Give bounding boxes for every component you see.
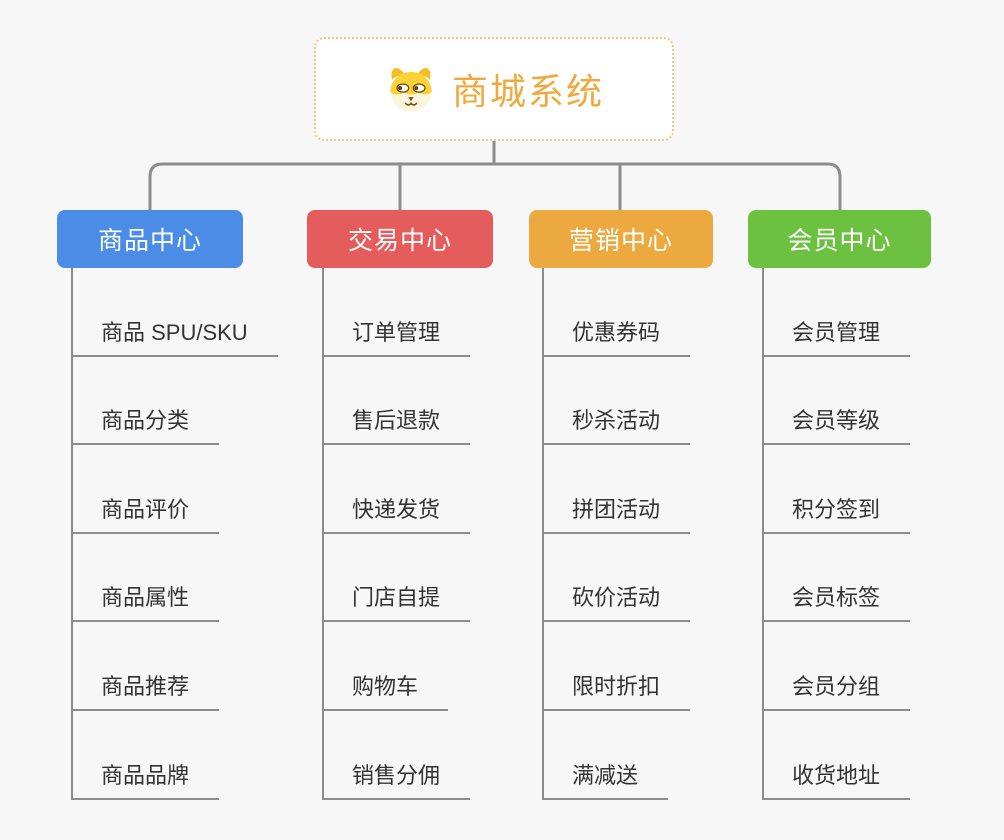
child-topic[interactable]: 商品品牌 xyxy=(71,711,220,800)
child-topic[interactable]: 优惠券码 xyxy=(542,268,691,357)
child-topic[interactable]: 商品评价 xyxy=(71,445,220,534)
member-center-children: 会员管理 会员等级 积分签到 会员标签 会员分组 收货地址 xyxy=(762,268,911,800)
child-topic[interactable]: 积分签到 xyxy=(762,445,911,534)
dog-face-icon xyxy=(384,63,438,115)
child-topic[interactable]: 秒杀活动 xyxy=(542,357,691,446)
branch-node-member-center[interactable]: 会员中心 xyxy=(748,210,931,268)
root-node[interactable]: 商城系统 xyxy=(314,37,674,141)
child-topic[interactable]: 会员等级 xyxy=(762,357,911,446)
child-topic[interactable]: 收货地址 xyxy=(762,711,911,800)
branch-spine xyxy=(542,268,544,800)
child-topic[interactable]: 门店自提 xyxy=(322,534,471,623)
branch-spine xyxy=(762,268,764,800)
branch-connectors xyxy=(148,140,842,211)
child-topic[interactable]: 会员标签 xyxy=(762,534,911,623)
child-topic[interactable]: 会员管理 xyxy=(762,268,911,357)
child-topic[interactable]: 商品推荐 xyxy=(71,622,220,711)
branch-spine xyxy=(71,268,73,800)
child-topic[interactable]: 砍价活动 xyxy=(542,534,691,623)
child-topic[interactable]: 商品 SPU/SKU xyxy=(71,268,278,357)
child-topic[interactable]: 售后退款 xyxy=(322,357,471,446)
child-topic[interactable]: 商品属性 xyxy=(71,534,220,623)
child-topic[interactable]: 商品分类 xyxy=(71,357,220,446)
child-topic[interactable]: 拼团活动 xyxy=(542,445,691,534)
child-topic[interactable]: 购物车 xyxy=(322,622,449,711)
trade-center-children: 订单管理 售后退款 快递发货 门店自提 购物车 销售分佣 xyxy=(322,268,471,800)
product-center-children: 商品 SPU/SKU 商品分类 商品评价 商品属性 商品推荐 商品品牌 xyxy=(71,268,278,800)
branch-node-trade-center[interactable]: 交易中心 xyxy=(307,210,493,268)
marketing-center-children: 优惠券码 秒杀活动 拼团活动 砍价活动 限时折扣 满减送 xyxy=(542,268,691,800)
child-topic[interactable]: 限时折扣 xyxy=(542,622,691,711)
child-topic[interactable]: 销售分佣 xyxy=(322,711,471,800)
branch-node-product-center[interactable]: 商品中心 xyxy=(57,210,243,268)
child-topic[interactable]: 会员分组 xyxy=(762,622,911,711)
branch-node-marketing-center[interactable]: 营销中心 xyxy=(529,210,713,268)
child-topic[interactable]: 快递发货 xyxy=(322,445,471,534)
child-topic[interactable]: 满减送 xyxy=(542,711,669,800)
child-topic[interactable]: 订单管理 xyxy=(322,268,471,357)
branch-spine xyxy=(322,268,324,800)
root-title: 商城系统 xyxy=(451,71,604,112)
